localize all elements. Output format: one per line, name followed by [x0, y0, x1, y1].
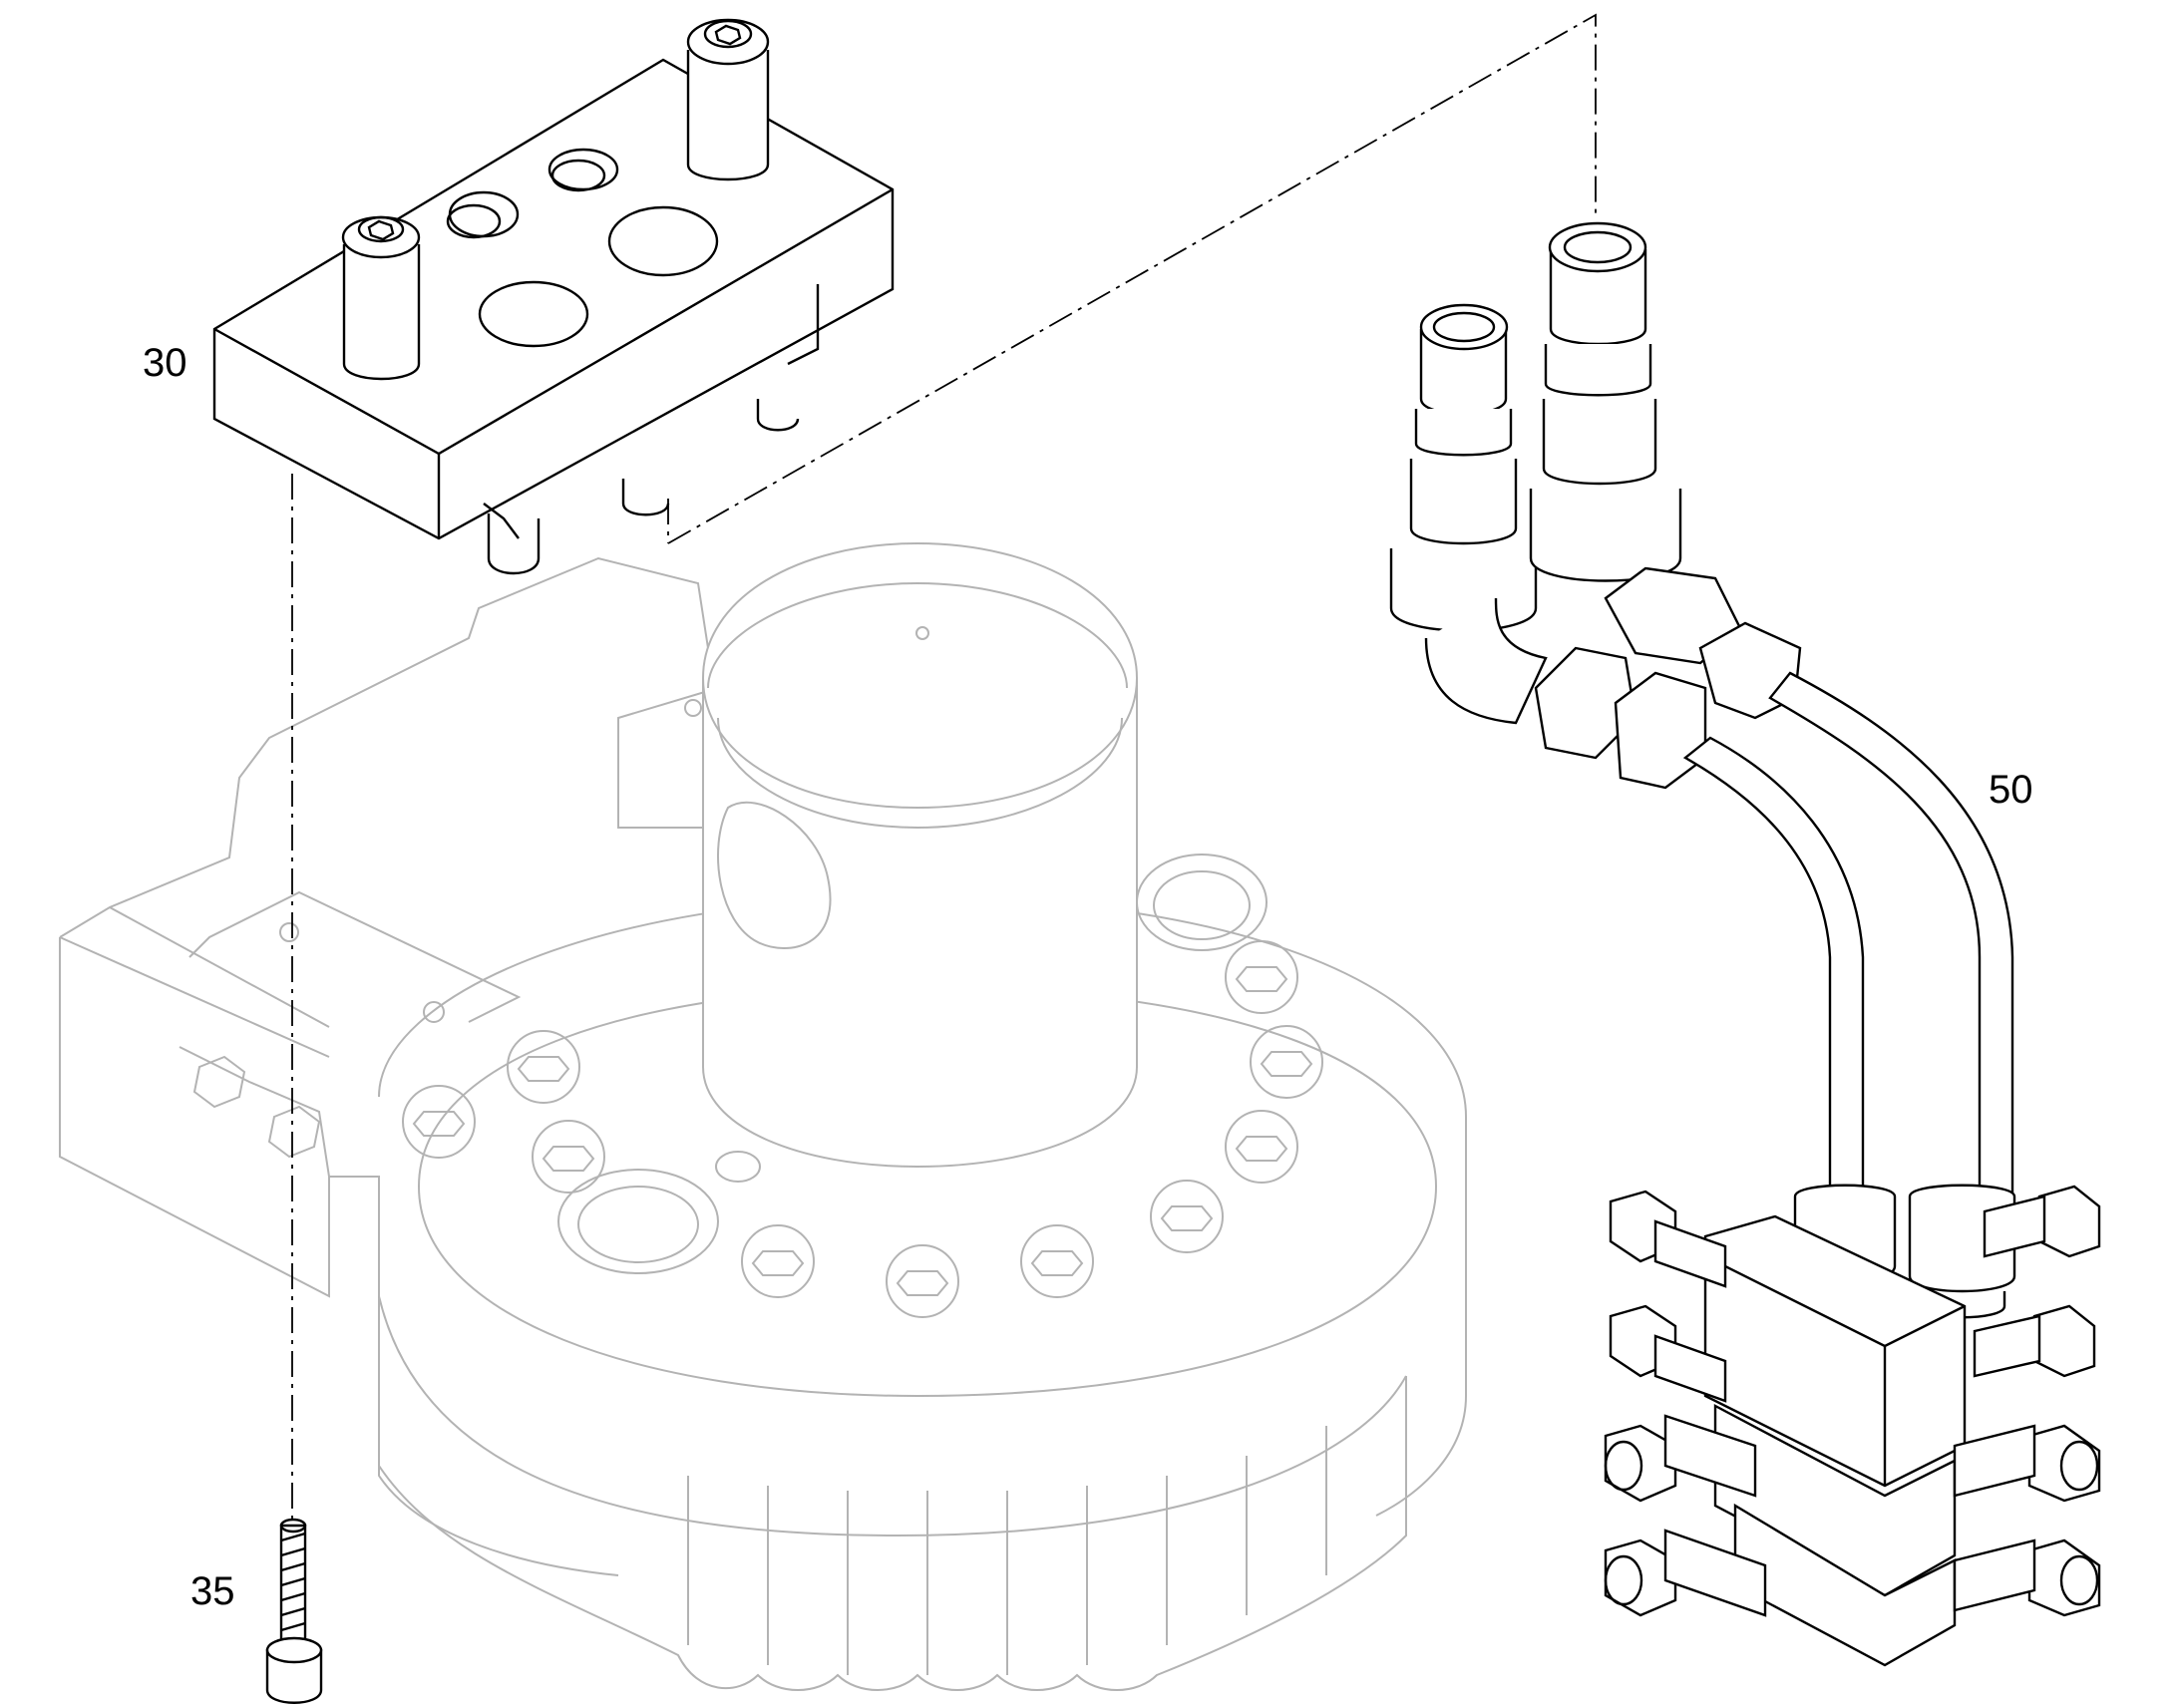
- upper-fitting-right: [1529, 221, 1682, 582]
- housing-assembly: [59, 541, 1467, 1691]
- upper-fitting-left: [1389, 303, 1538, 632]
- distribution-manifold: [1703, 1214, 1967, 1667]
- callout-item-35: 35: [190, 1569, 235, 1613]
- part-30-manifold-block: [212, 18, 895, 575]
- part-50-tube-assembly: [1389, 221, 2101, 1667]
- part-35-cap-screw: [265, 1518, 323, 1704]
- manifold-side-fittings: [1604, 1185, 2101, 1617]
- flange-holes: [279, 854, 1323, 1318]
- callout-item-50: 50: [1989, 768, 2033, 812]
- callout-item-30: 30: [143, 341, 187, 385]
